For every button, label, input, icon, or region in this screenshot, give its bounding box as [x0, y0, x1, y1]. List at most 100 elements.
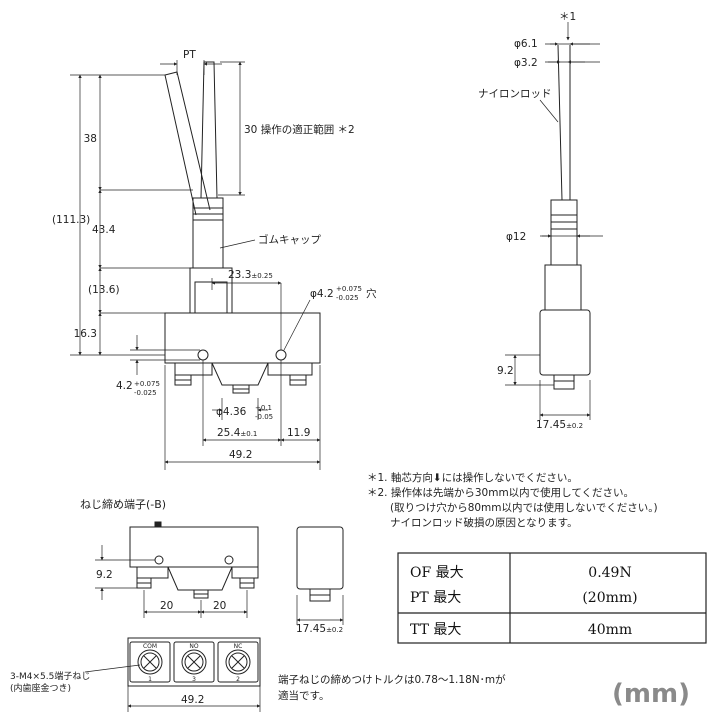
dim-13-6: (13.6)	[88, 284, 120, 296]
body-lower-right	[267, 363, 313, 376]
spec-row-tt-label: TT 最大	[410, 622, 461, 638]
spec-row-tt-value: 40mm	[588, 622, 632, 638]
mark-star1: ＊1	[559, 11, 576, 23]
st-hole-left	[154, 555, 164, 565]
dim-12: φ12	[506, 231, 526, 243]
dim-4-2-tol-upper: +0.075	[134, 380, 160, 388]
note-3: (取りつけ穴から80mm以内では使用しないでください。)	[390, 501, 658, 514]
side-rod	[557, 44, 571, 201]
dim-4-36: φ4.36	[216, 406, 247, 418]
dim-43-4: 43.4	[92, 224, 116, 236]
spec-row-of-value: 0.49N	[588, 565, 631, 581]
dim-4-2: 4.2	[116, 380, 133, 392]
rubber-cap	[192, 197, 224, 269]
term-com: COM	[143, 643, 157, 650]
spec-row-pt-value: (20mm)	[582, 590, 637, 606]
dim-6-1: φ6.1	[514, 38, 538, 50]
st-dim-20-a: 20	[160, 600, 173, 612]
st-side-dims	[296, 595, 344, 625]
side-terminal	[553, 374, 575, 390]
screw-nc-icon	[225, 649, 251, 675]
screw-terminal-top-labels: COM NO NC 1 3 2 3-M4×5.5端子ねじ (内歯座金つき)	[10, 643, 242, 694]
note-2: ＊2. 操作体は先端から30mm以内で使用してください。	[367, 486, 634, 499]
dim-3-2: φ3.2	[514, 57, 538, 69]
dim-25-4: 25.4±0.1	[217, 427, 257, 439]
front-view	[164, 61, 321, 394]
spec-row-pt-label: PT 最大	[410, 590, 461, 606]
screw-terminal-top	[127, 637, 261, 687]
dim-49-2: 49.2	[229, 449, 252, 461]
st-body	[129, 526, 259, 568]
term-num-no: 3	[192, 676, 196, 683]
st-dim-20-b: 20	[213, 600, 226, 612]
side-plunger	[544, 264, 582, 311]
dim-hole-tol-upper: +0.075	[336, 285, 362, 293]
st-top-body	[127, 637, 261, 687]
note-1: ＊1. 軸芯方向⬇には操作しないでください。	[367, 471, 578, 484]
note-4: ナイロンロッド破損の原因となります。	[390, 516, 578, 529]
rubber-cap-label: ゴムキャップ	[258, 233, 321, 246]
mounting-hole-right	[275, 349, 287, 361]
side-view	[539, 44, 591, 390]
term-num-com: 1	[148, 676, 152, 683]
unit-label: (mm)	[612, 679, 690, 709]
dim-hole-tol-lower: -0.025	[336, 294, 359, 302]
screw-terminal-title: ねじ締め端子(-B)	[80, 497, 166, 511]
coil-lines	[193, 207, 223, 221]
dim-hole-dia: φ4.2	[310, 288, 334, 300]
dim-4-2-tol-lower: -0.025	[134, 389, 157, 397]
spec-row-of-label: OF 最大	[410, 565, 464, 581]
dim-hole-suffix: 穴	[366, 287, 377, 300]
screw-com-icon	[137, 649, 163, 675]
st-top-dims	[84, 664, 261, 712]
side-view-dimensions	[505, 22, 603, 420]
dim-side-17-45: 17.45±0.2	[536, 419, 583, 431]
front-view-dimensions	[70, 60, 321, 470]
nylon-rod-vertical	[200, 61, 218, 199]
nylon-rod-label: ナイロンロッド	[478, 88, 552, 100]
notes: ＊1. 軸芯方向⬇には操作しないでください。 ＊2. 操作体は先端から30mm以…	[367, 471, 658, 529]
term-nc: NC	[234, 643, 243, 650]
side-body	[539, 309, 591, 376]
dim-4-36-tol-lower: -0.05	[255, 413, 273, 421]
st-dim-49-2: 49.2	[181, 694, 204, 706]
dim-16-3: 16.3	[74, 328, 97, 340]
st-side-body	[296, 526, 344, 590]
st-hole-right	[224, 555, 234, 565]
dim-11-9: 11.9	[287, 427, 310, 439]
switch-body	[164, 312, 321, 364]
plunger-inner	[194, 281, 228, 314]
side-coil-lines	[551, 214, 577, 230]
screw-label-1: 3-M4×5.5端子ねじ	[10, 670, 90, 682]
mounting-hole-left	[197, 349, 209, 361]
screw-terminal-front	[129, 521, 259, 599]
dim-4-36-tol-upper: +0.1	[255, 404, 272, 412]
dim-38: 38	[84, 133, 97, 145]
spec-table: OF 最大 0.49N PT 最大 (20mm) TT 最大 40mm	[397, 552, 707, 644]
term-num-nc: 2	[236, 676, 240, 683]
st-side-dim-17-45: 17.45±0.2	[296, 623, 343, 635]
screw-terminal-side	[296, 526, 344, 602]
nylon-rod-tilted	[164, 71, 211, 216]
dim-pt: PT	[183, 49, 196, 61]
dim-range-label: 30 操作の適正範囲 ＊2	[244, 123, 355, 136]
side-view-labels: ＊1 φ6.1 φ3.2 ナイロンロッド φ12 9.2 17.45±0.2	[478, 11, 583, 431]
body-lower-left	[174, 363, 213, 376]
st-dim-9-2: 9.2	[96, 569, 113, 581]
dim-side-9-2: 9.2	[497, 365, 514, 377]
side-rubber-cap	[550, 199, 578, 266]
screw-label-2: (内歯座金つき)	[10, 682, 71, 694]
screw-terminal-front-labels: 9.2 20 20	[96, 569, 226, 612]
dim-111-3: (111.3)	[52, 214, 90, 226]
screw-terminal-front-dims	[95, 545, 248, 618]
torque-note-1: 端子ねじの締めつけトルクは0.78～1.18N･mが	[278, 673, 506, 686]
screw-no-icon	[181, 649, 207, 675]
body-notch	[211, 362, 269, 386]
plunger-housing	[189, 267, 233, 314]
dim-23-3: 23.3±0.25	[228, 269, 273, 281]
term-no: NO	[189, 643, 198, 650]
torque-note-2: 適当です。	[278, 689, 329, 702]
front-view-labels: PT 30 操作の適正範囲 ＊2 38 (111.3) 43.4 ゴムキャップ …	[52, 49, 377, 461]
